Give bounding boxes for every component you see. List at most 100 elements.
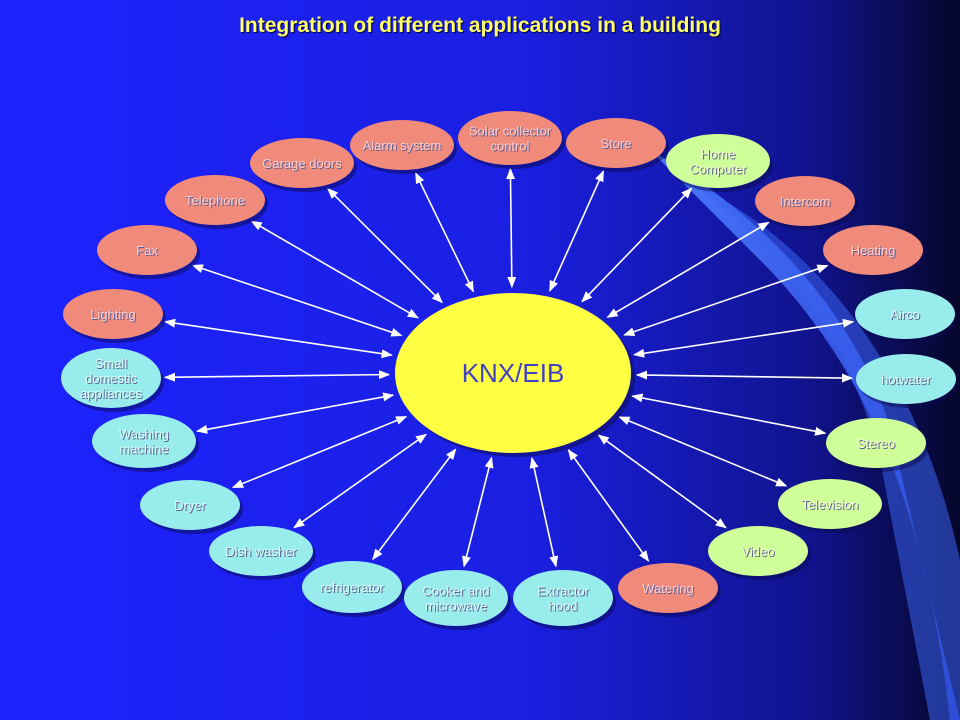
node-ellipse	[97, 225, 197, 275]
node-small-domestic-appliances[interactable]: SmallSmalldomesticdomesticappliancesappl…	[61, 348, 164, 412]
arrow-solar-collector-control	[506, 167, 517, 289]
node-label: Alarm system	[363, 138, 442, 153]
node-label-shadow: domestic	[86, 372, 139, 387]
arrow-fax	[191, 264, 403, 337]
node-ellipse	[566, 118, 666, 168]
center-label: KNX/EIB	[462, 358, 565, 388]
node-ellipse	[618, 563, 718, 613]
arrow-small-domestic-appliances	[163, 370, 391, 382]
node-label-shadow: Airco	[891, 308, 921, 323]
arrow-garage-doors	[327, 187, 443, 304]
center-node[interactable]: KNX/EIB	[395, 293, 635, 457]
arrow-home-computer	[581, 187, 693, 303]
node-label-shadow: Alarm system	[364, 139, 443, 154]
node-label: Computer	[689, 162, 747, 177]
node-label-shadow: hood	[550, 600, 579, 615]
node-label-shadow: microwave	[426, 600, 488, 615]
arrow-stereo	[631, 393, 827, 436]
node-label-shadow: Dish washer	[226, 545, 298, 560]
node-label: hotwater	[881, 372, 932, 387]
node-label: machine	[119, 442, 168, 457]
node-label: Heating	[851, 243, 896, 258]
node-label: refrigerator	[320, 580, 384, 595]
node-label: hood	[549, 599, 578, 614]
node-label-shadow: Fax	[137, 244, 159, 259]
node-ellipse	[778, 479, 882, 529]
node-label-shadow: Small	[96, 357, 129, 372]
node-label-shadow: refrigerator	[321, 581, 385, 596]
arrow-watering	[567, 449, 650, 562]
node-label: control	[490, 139, 529, 154]
node-ellipse	[209, 526, 313, 576]
node-ellipse	[513, 570, 613, 626]
node-label: domestic	[85, 371, 138, 386]
node-ellipse	[140, 480, 240, 530]
node-label-shadow: Telephone	[186, 194, 246, 209]
node-label: Telephone	[185, 193, 245, 208]
node-label-shadow: Extractor	[538, 585, 591, 600]
arrow-lighting	[163, 318, 393, 359]
node-label: Video	[741, 544, 774, 559]
node-label: Airco	[890, 307, 920, 322]
node-label-shadow: Computer	[690, 163, 748, 178]
arrow-dryer	[231, 415, 408, 489]
node-label-shadow: Washing	[120, 428, 170, 443]
node-label: Lighting	[90, 307, 136, 322]
node-ellipse	[823, 225, 923, 275]
page-title: Integration of different applications in…	[239, 14, 721, 37]
arrow-intercom	[606, 221, 770, 319]
node-ellipse	[755, 176, 855, 226]
arrow-washing-machine	[196, 392, 395, 434]
arrow-television	[618, 416, 788, 487]
node-label-shadow: Video	[742, 545, 775, 560]
node-ellipse	[63, 289, 163, 339]
node-label-shadow: Garage doors	[263, 157, 343, 172]
node-label: Extractor	[537, 584, 590, 599]
node-label: Intercom	[780, 194, 831, 209]
node-label: Fax	[136, 243, 158, 258]
node-ellipse	[302, 561, 402, 613]
node-label: Solar collector	[469, 124, 552, 139]
node-label-shadow: Cooker and	[423, 585, 490, 600]
connector-arrows	[163, 167, 855, 568]
arrow-telephone	[250, 220, 419, 319]
node-label: Store	[600, 136, 631, 151]
node-ellipse	[404, 570, 508, 626]
node-label-shadow: control	[491, 140, 530, 155]
node-label: Cooker and	[422, 584, 489, 599]
node-label: appliances	[80, 386, 143, 401]
arrow-alarm-system	[414, 172, 475, 293]
node-label: Dish washer	[225, 544, 297, 559]
node-ellipse	[350, 120, 454, 170]
node-label-shadow: appliances	[81, 387, 144, 402]
node-ellipse	[458, 111, 562, 165]
node-label: microwave	[425, 599, 487, 614]
node-label-shadow: Stereo	[858, 437, 896, 452]
node-label-shadow: Lighting	[91, 308, 137, 323]
node-label-shadow: machine	[120, 443, 169, 458]
